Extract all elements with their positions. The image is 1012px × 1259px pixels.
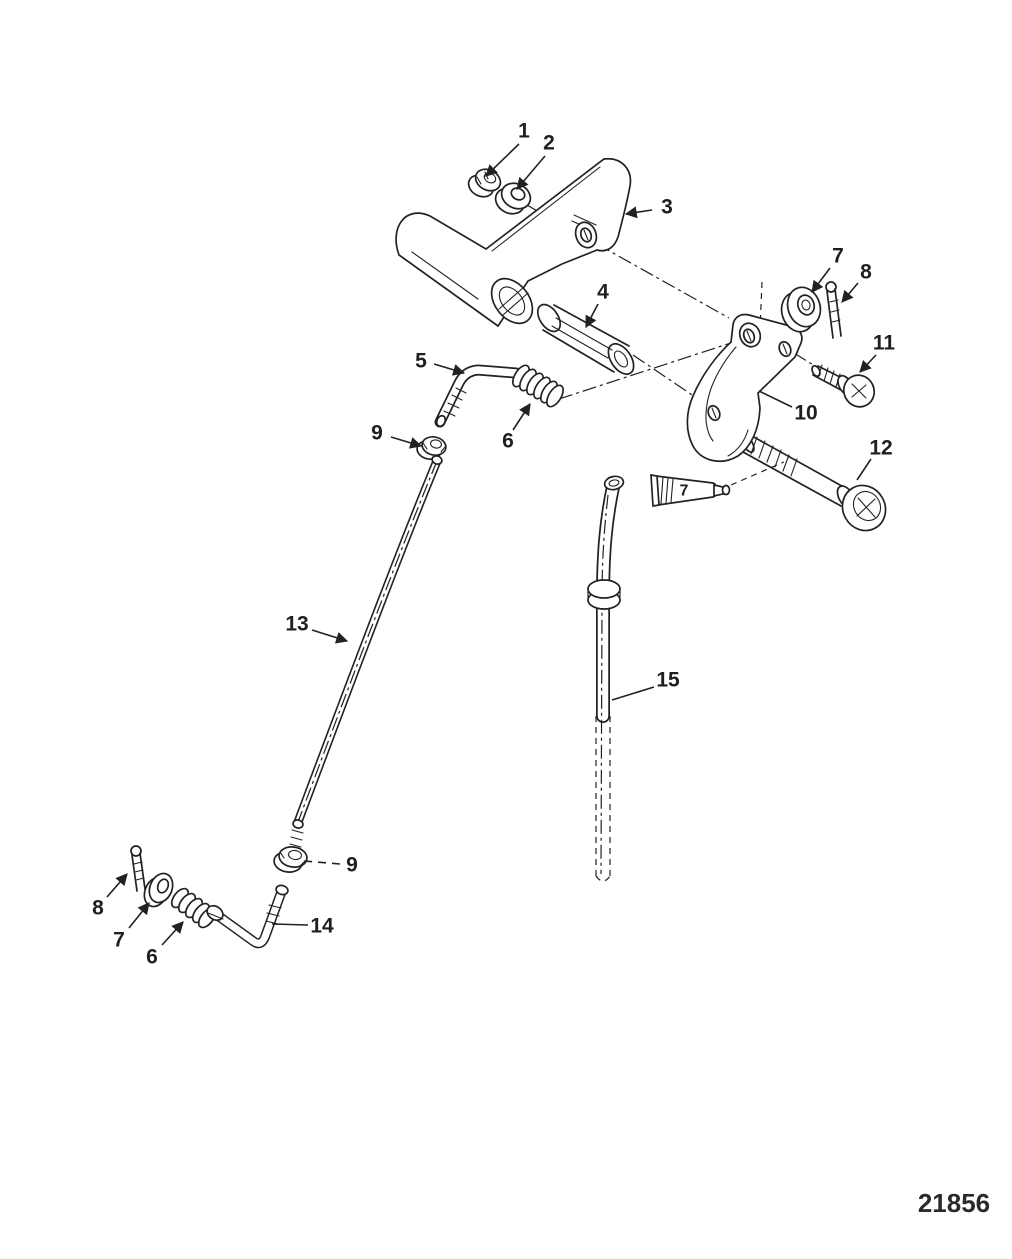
leader-line-9 bbox=[390, 436, 423, 449]
callout-label-9-15: 9 bbox=[346, 854, 358, 877]
leader-line-11 bbox=[859, 354, 877, 373]
leader-line-1 bbox=[485, 143, 520, 177]
leader-line-7 bbox=[811, 267, 831, 293]
callout-label-10-9: 10 bbox=[794, 402, 817, 425]
leader-line-5 bbox=[433, 363, 466, 376]
part-7-washer-upper bbox=[780, 286, 822, 333]
drawing-number: 21856 bbox=[918, 1188, 990, 1218]
callout-label-13-12: 13 bbox=[285, 613, 308, 636]
callout-label-2-1: 2 bbox=[543, 132, 555, 155]
part-12-bolt bbox=[741, 435, 887, 532]
part-8-cotter-pin-lower bbox=[130, 845, 146, 892]
leader-line-10 bbox=[758, 390, 793, 408]
callout-label-9-11: 9 bbox=[371, 422, 383, 445]
callout-label-7-6: 7 bbox=[832, 245, 844, 268]
leader-line-6 bbox=[161, 921, 184, 946]
callout-label-3-2: 3 bbox=[661, 196, 673, 219]
callout-label-4-3: 4 bbox=[597, 281, 609, 304]
leader-line-8 bbox=[106, 873, 128, 898]
part-7-adhesive-tube bbox=[650, 473, 731, 507]
callout-label-5-4: 5 bbox=[415, 350, 427, 373]
callout-label-15-13: 15 bbox=[656, 669, 680, 692]
leader-line-14 bbox=[271, 923, 309, 926]
part-8-cotter-pin-upper bbox=[825, 281, 842, 339]
callout-label-11-8: 11 bbox=[873, 332, 896, 355]
part-10-bracket bbox=[686, 313, 803, 463]
part-13-long-rod bbox=[289, 455, 443, 848]
part-7-washer-lower bbox=[143, 872, 174, 908]
leader-line-12 bbox=[856, 458, 872, 481]
part-4-bushing bbox=[536, 303, 635, 376]
callout-label-12-10: 12 bbox=[869, 437, 892, 460]
callout-label-6-18: 6 bbox=[146, 946, 158, 969]
leader-line-13 bbox=[311, 629, 349, 644]
part-3-lever-arm bbox=[395, 158, 632, 328]
leader-line-9 bbox=[303, 860, 341, 865]
part-9-locknut-lower bbox=[273, 846, 308, 873]
leader-line-3 bbox=[624, 206, 653, 219]
callout-label-8-16: 8 bbox=[92, 897, 104, 920]
leader-line-7 bbox=[128, 902, 150, 929]
callout-label-14-19: 14 bbox=[310, 915, 334, 938]
callout-label-7-14: 7 bbox=[680, 483, 689, 500]
callout-label-1-0: 1 bbox=[518, 120, 530, 143]
part-9-locknut-upper bbox=[416, 435, 447, 461]
callout-label-7-17: 7 bbox=[113, 929, 125, 952]
part-6-spring-upper bbox=[512, 364, 564, 408]
leader-line-8 bbox=[841, 282, 859, 303]
part-15-vertical-rod bbox=[587, 475, 625, 882]
leader-line-2 bbox=[516, 155, 546, 190]
part-14-bent-rod bbox=[206, 884, 289, 949]
part-5-link-rod bbox=[434, 364, 522, 428]
leader-line-4 bbox=[585, 303, 599, 329]
callout-label-8-7: 8 bbox=[860, 261, 872, 284]
callout-label-6-5: 6 bbox=[502, 430, 514, 453]
leader-line-15 bbox=[611, 686, 655, 701]
part-11-screw bbox=[811, 364, 876, 408]
leader-line-6 bbox=[512, 402, 531, 431]
